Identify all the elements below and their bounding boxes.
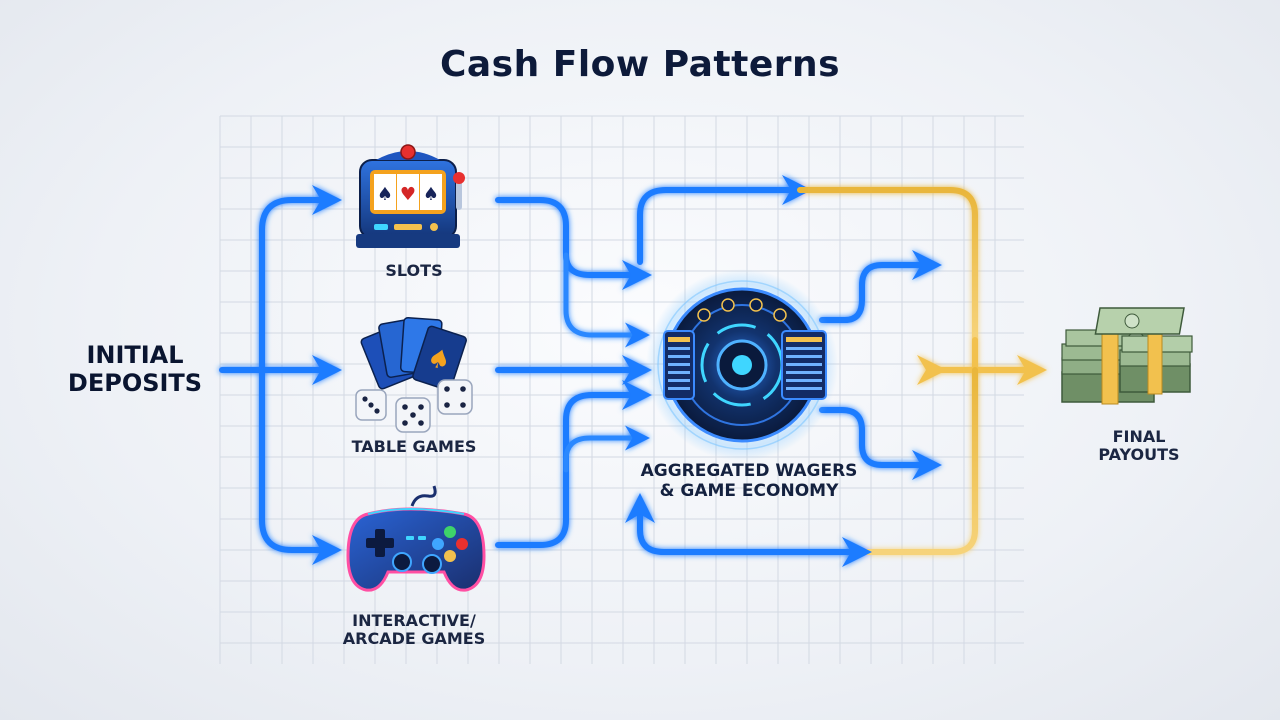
svg-text:♠: ♠ xyxy=(377,184,393,205)
flow-to-interactive xyxy=(259,367,342,565)
initial-deposits-line1: INITIAL xyxy=(86,341,184,369)
table-games-label: TABLE GAMES xyxy=(351,437,477,456)
aggregated-label: AGGREGATED WAGERS & GAME ECONOMY xyxy=(604,461,894,501)
page-title: Cash Flow Patterns xyxy=(439,44,841,85)
flow-bottom-return xyxy=(637,512,872,567)
money-stack-icon xyxy=(1061,307,1193,405)
initial-deposits-label: INITIAL DEPOSITS xyxy=(40,341,230,397)
svg-text:♠: ♠ xyxy=(423,184,439,205)
flow-gold-vertical xyxy=(857,367,978,555)
slots-label: SLOTS xyxy=(385,261,443,280)
final-payouts-line2: PAYOUTS xyxy=(1098,445,1180,465)
slot-machine-icon: ♠ ♥ ♠ xyxy=(356,144,465,248)
game-controller-icon xyxy=(346,485,486,592)
interactive-line2: ARCADE GAMES xyxy=(342,629,486,649)
flow-to-slots xyxy=(259,185,342,373)
flow-top-loop xyxy=(637,175,812,265)
initial-deposits-line2: DEPOSITS xyxy=(67,368,203,397)
flow-interactive-to-hub-2 xyxy=(563,425,650,473)
flow-hub-lower-out xyxy=(819,407,942,480)
flow-top-loop-gold xyxy=(797,187,978,343)
flow-slots-to-hub-2 xyxy=(563,252,650,348)
flow-hub-upper-out xyxy=(819,250,942,323)
interactive-line1: INTERACTIVE/ xyxy=(352,611,476,630)
aggregated-line1: AGGREGATED WAGERS xyxy=(640,461,858,481)
flow-lines xyxy=(219,175,1047,567)
background-grid xyxy=(219,115,1024,664)
interactive-label: INTERACTIVE/ ARCADE GAMES xyxy=(304,611,524,649)
flow-slots-to-hub xyxy=(495,197,652,290)
final-payouts-label: FINAL PAYOUTS xyxy=(1064,427,1214,465)
aggregated-line2: & GAME ECONOMY xyxy=(659,480,839,501)
svg-text:♥: ♥ xyxy=(400,184,416,205)
final-payouts-line1: FINAL xyxy=(1112,427,1166,446)
cards-and-dice-icon: ♠ xyxy=(355,316,473,433)
economy-hub-icon xyxy=(646,269,838,461)
